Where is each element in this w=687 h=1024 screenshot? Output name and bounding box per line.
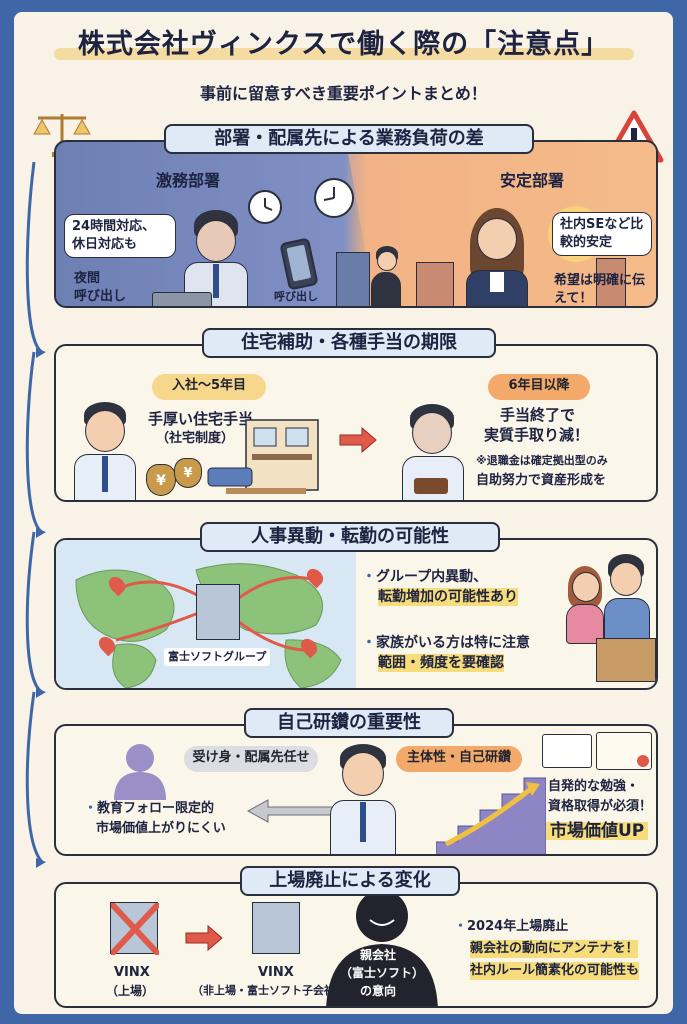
bullet-transfer-1b: 転勤増加の可能性あり: [378, 588, 518, 606]
section-1-workload: 激務部署 24時間対応、休日対応も 夜間 呼び出し 呼び出し 安定部署 社内SE…: [54, 140, 658, 308]
building-icon: [336, 252, 370, 306]
happy-worker-illustration: [70, 398, 140, 500]
call-text: 呼び出し: [274, 290, 318, 303]
title-highlight: [54, 48, 634, 60]
busy-dept-label: 激務部署: [156, 171, 221, 190]
book-icon: [542, 734, 592, 768]
section-2-heading: 住宅補助・各種手当の期限: [202, 328, 496, 358]
money-bag-icon: ¥: [174, 458, 202, 488]
page-subtitle: 事前に留意すべき重要ポイントまとめ！: [200, 84, 487, 103]
takehome-decrease-text: 実質手取り減！: [484, 426, 590, 444]
colleague-illustration: [368, 246, 404, 306]
housing-allowance-text: 手厚い住宅手当: [148, 410, 254, 428]
vinx-before-sub: （上場）: [106, 984, 155, 998]
arrow-left-icon: [246, 798, 342, 824]
timeline-line: [25, 162, 46, 868]
allowance-end-text: 手当終了で: [500, 406, 576, 424]
vinx-before-label: VINX: [114, 965, 150, 980]
delist-bullet-1: ・2024年上場廃止: [454, 919, 569, 934]
fujisoft-group-label: 富士ソフトグループ: [164, 648, 271, 666]
vinx-after-label: VINX: [258, 965, 294, 980]
building-icon: [416, 262, 454, 306]
section-4-heading: 自己研鑽の重要性: [244, 708, 454, 738]
stairs-icon: [435, 774, 547, 854]
young-worker-illustration: [326, 742, 400, 854]
house-icon: [206, 410, 326, 496]
family-illustration: [564, 548, 656, 648]
self-help-note: 自助努力で資産形成を: [476, 473, 607, 488]
section-2-allowance: 入社〜5年目 手厚い住宅手当 （社宅制度） ¥ ¥ 6年目以降 手当終了で 実質…: [54, 344, 658, 502]
section-5-heading: 上場廃止による変化: [240, 866, 460, 896]
parent-line-1: 親会社: [360, 948, 397, 962]
world-map: 富士ソフトグループ: [56, 540, 356, 688]
section-3-heading: 人事異動・転勤の可能性: [200, 522, 500, 552]
clock-icon: [248, 190, 282, 224]
money-bag-icon: ¥: [146, 464, 176, 496]
page-title: 株式会社ヴィンクスで働く際の「注意点」: [77, 29, 610, 60]
arrow-right-icon: [184, 924, 224, 952]
retirement-note: ※退職金は確定拠出型のみ: [476, 454, 608, 467]
market-value-up: 市場価値UP: [546, 822, 649, 840]
vinx-after-sub: （非上場・富士ソフト子会社）: [192, 984, 346, 997]
passive-text-2: 市場価値上がりにくい: [96, 821, 226, 836]
bullet-transfer-2a: ・家族がいる方は特に注意: [362, 635, 530, 651]
building-icon: [252, 902, 300, 954]
worried-worker-illustration: [396, 400, 470, 500]
company-housing-text: （社宅制度）: [156, 431, 235, 446]
tag-passive: 受け身・配属先任せ: [184, 746, 318, 772]
delist-bullet-2: 親会社の動向にアンテナを！: [470, 940, 639, 958]
section-3-transfer: 富士ソフトグループ ・グループ内異動、 転勤増加の可能性あり ・家族がいる方は特…: [54, 538, 658, 690]
stable-bubble: 社内SEなど比較的安定: [552, 212, 652, 256]
parent-line-2: （富士ソフト）: [340, 966, 425, 980]
delist-bullet-3: 社内ルール簡素化の可能性も: [470, 962, 640, 980]
tag-active: 主体性・自己研鑽: [396, 746, 522, 772]
stable-worker-illustration: [460, 208, 534, 306]
building-icon: [596, 258, 626, 306]
section-4-selfdev: 受け身・配属先任せ ・教育フォロー限定的 市場価値上がりにくい 主体性・自己研鑽…: [54, 724, 658, 856]
faceless-person-icon: [110, 740, 170, 800]
section-5-delisting: VINX （上場） VINX （非上場・富士ソフト子会社） 親会社 （富士ソフト…: [54, 882, 658, 1008]
infographic-frame: 株式会社ヴィンクスで働く際の「注意点」 事前に留意すべき重要ポイントまとめ！ 部…: [14, 12, 673, 1014]
parent-company-shadow: 親会社 （富士ソフト） の意向: [318, 886, 446, 1006]
section-1-heading: 部署・配属先による業務負荷の差: [164, 124, 534, 154]
tag-year-1-5: 入社〜5年目: [152, 374, 266, 400]
passive-text-1: ・教育フォロー限定的: [84, 801, 215, 816]
laptop-icon: [152, 292, 212, 306]
building-icon: [104, 896, 166, 962]
parent-line-3: の意向: [360, 984, 397, 998]
building-icon: [196, 584, 240, 640]
stable-dept-label: 安定部署: [500, 171, 565, 190]
timeline: [25, 162, 46, 882]
active-text-1: 自発的な勉強・: [548, 779, 640, 794]
bullet-transfer-2b: 範囲・頻度を要確認: [378, 654, 504, 672]
certificate-icon: [596, 732, 652, 770]
arrow-right-icon: [338, 426, 378, 454]
busy-bubble: 24時間対応、休日対応も: [64, 214, 176, 258]
hope-text: 希望は明確に伝えて！: [554, 273, 646, 306]
tag-year-6: 6年目以降: [488, 374, 590, 400]
box-icon: [596, 638, 656, 682]
cross-icon: [104, 896, 166, 962]
bullet-transfer-1a: ・グループ内異動、: [362, 569, 488, 585]
night-call-text: 夜間 呼び出し: [74, 271, 127, 304]
active-text-2: 資格取得が必須！: [548, 799, 653, 814]
clock-icon: [314, 178, 354, 218]
